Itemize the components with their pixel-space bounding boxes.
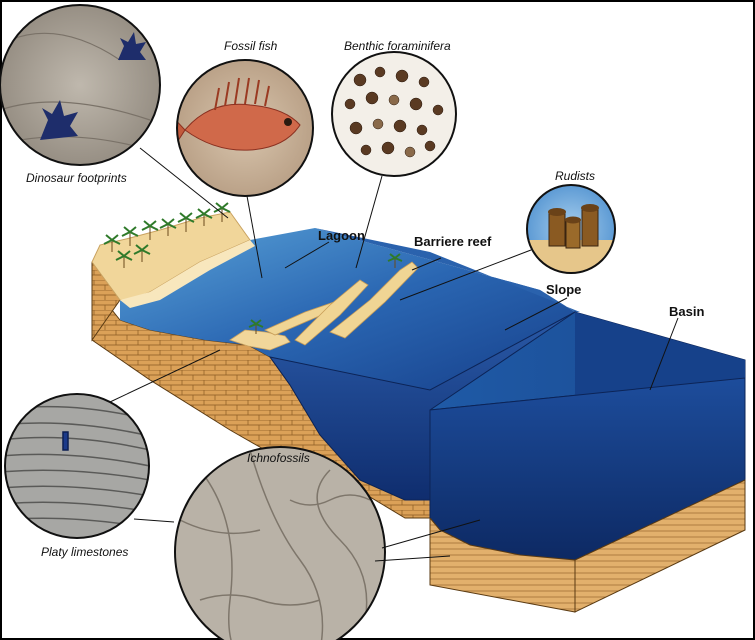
label-basin: Basin — [669, 304, 704, 319]
label-platy-limestones: Platy limestones — [41, 545, 128, 559]
benthic-foraminifera-photo — [331, 51, 457, 177]
dinosaur-footprints-photo — [0, 4, 161, 166]
leader-platy-to-ichno — [133, 518, 175, 523]
leader-dinosaur — [139, 147, 229, 219]
leader-foraminifera — [355, 175, 383, 269]
reef-bar-3 — [329, 261, 419, 339]
leader-ichno-1 — [381, 519, 481, 549]
leader-platy — [109, 349, 221, 403]
rudists-photo — [526, 184, 616, 274]
label-dinosaur-footprints: Dinosaur footprints — [26, 171, 127, 185]
sea-surface — [120, 228, 575, 390]
leader-lines — [109, 147, 679, 562]
leader-basin — [649, 317, 679, 391]
footprint-large-icon — [40, 100, 78, 140]
slope-water-face — [268, 311, 576, 501]
ichnofossils-photo — [174, 446, 386, 640]
platy-limestones-photo — [4, 393, 150, 539]
label-benthic-foraminifera: Benthic foraminifera — [344, 39, 451, 53]
leader-fish — [246, 195, 263, 279]
leader-reef — [411, 257, 442, 271]
label-rudists: Rudists — [555, 169, 595, 183]
leader-rudists — [399, 249, 532, 301]
basin-sediment-front — [429, 516, 576, 613]
label-ichnofossils: Ichnofossils — [247, 451, 310, 465]
label-slope: Slope — [546, 282, 581, 297]
label-fossil-fish: Fossil fish — [224, 39, 278, 53]
leader-slope — [504, 297, 568, 331]
reef-bar-2 — [294, 279, 369, 346]
leader-ichno-2 — [374, 555, 451, 562]
fossil-fish-photo — [176, 59, 314, 197]
beach-band — [120, 240, 255, 308]
leader-lagoon — [284, 241, 330, 269]
label-barrier-reef: Barriere reef — [414, 234, 492, 249]
basin-sediment-side — [574, 479, 746, 613]
label-lagoon: Lagoon — [318, 228, 365, 243]
footprint-small-icon — [118, 32, 146, 60]
